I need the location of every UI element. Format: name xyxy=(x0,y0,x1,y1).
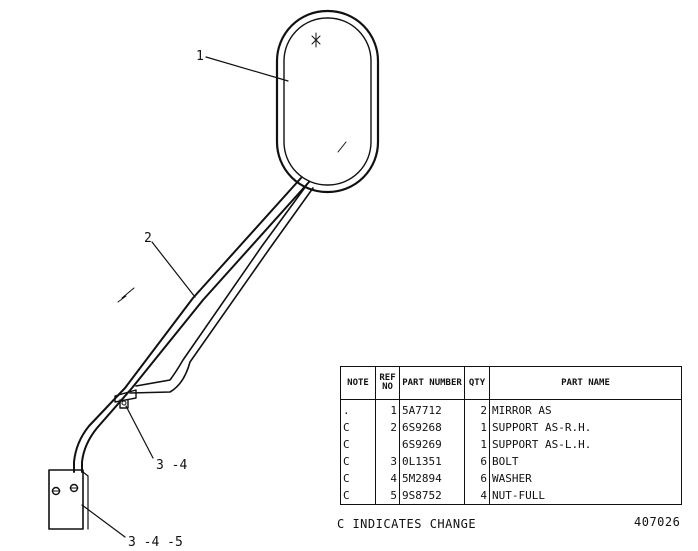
part-name-cell: SUPPORT AS-L.H. xyxy=(489,436,682,453)
qty-cell: 2 xyxy=(464,399,490,419)
part-number-cell: 0L1351 xyxy=(399,453,465,470)
table-header-row: NOTE REF NO PART NUMBER QTY PART NAME xyxy=(340,366,682,400)
arm-clamp xyxy=(114,389,137,409)
ref-cell: 5 xyxy=(375,487,400,505)
note-cell: C xyxy=(340,436,376,453)
ref-cell: 2 xyxy=(375,419,400,436)
header-note: NOTE xyxy=(340,366,376,400)
table-row: C 4 5M2894 6 WASHER xyxy=(340,470,682,487)
part-number-cell: 6S9268 xyxy=(399,419,465,436)
callout-2: 2 xyxy=(144,231,152,246)
header-part-name: PART NAME xyxy=(489,366,682,400)
qty-cell: 1 xyxy=(464,419,490,436)
table-row: C 5 9S8752 4 NUT-FULL xyxy=(340,487,682,505)
part-name-cell: NUT-FULL xyxy=(489,487,682,505)
base-bracket xyxy=(48,469,89,530)
qty-cell: 1 xyxy=(464,436,490,453)
header-part-number: PART NUMBER xyxy=(399,366,465,400)
part-name-cell: WASHER xyxy=(489,470,682,487)
note-cell: C xyxy=(340,453,376,470)
ref-cell: 1 xyxy=(375,399,400,419)
change-legend: C INDICATES CHANGE xyxy=(337,517,477,531)
part-name-cell: BOLT xyxy=(489,453,682,470)
parts-list-table: NOTE REF NO PART NUMBER QTY PART NAME . … xyxy=(340,366,682,505)
part-name-cell: SUPPORT AS-R.H. xyxy=(489,419,682,436)
note-cell: C xyxy=(340,470,376,487)
table-row: . 1 5A7712 2 MIRROR AS xyxy=(340,399,682,419)
note-cell: . xyxy=(340,399,376,419)
qty-cell: 6 xyxy=(464,470,490,487)
drawing-number: 407026 xyxy=(634,515,681,529)
part-number-cell: 5A7712 xyxy=(399,399,465,419)
table-row: C 2 6S9268 1 SUPPORT AS-R.H. xyxy=(340,419,682,436)
note-cell: C xyxy=(340,419,376,436)
qty-cell: 6 xyxy=(464,453,490,470)
callout-1: 1 xyxy=(196,49,204,64)
support-arm xyxy=(73,177,314,473)
qty-cell: 4 xyxy=(464,487,490,505)
ref-cell: 4 xyxy=(375,470,400,487)
part-number-cell: 5M2894 xyxy=(399,470,465,487)
note-cell: C xyxy=(340,487,376,505)
table-row: C 3 0L1351 6 BOLT xyxy=(340,453,682,470)
header-ref-no: REF NO xyxy=(375,366,400,400)
table-row: C 6S9269 1 SUPPORT AS-L.H. xyxy=(340,436,682,453)
sketch-mark xyxy=(117,287,135,303)
leader-lines xyxy=(81,56,289,538)
mirror-head xyxy=(275,9,380,194)
header-qty: QTY xyxy=(464,366,490,400)
part-number-cell: 6S9269 xyxy=(399,436,465,453)
callout-3-4-5: 3 -4 -5 xyxy=(128,535,183,550)
ref-cell: 3 xyxy=(375,453,400,470)
part-name-cell: MIRROR AS xyxy=(489,399,682,419)
ref-cell xyxy=(375,436,400,453)
callout-3-4: 3 -4 xyxy=(156,458,187,473)
part-number-cell: 9S8752 xyxy=(399,487,465,505)
